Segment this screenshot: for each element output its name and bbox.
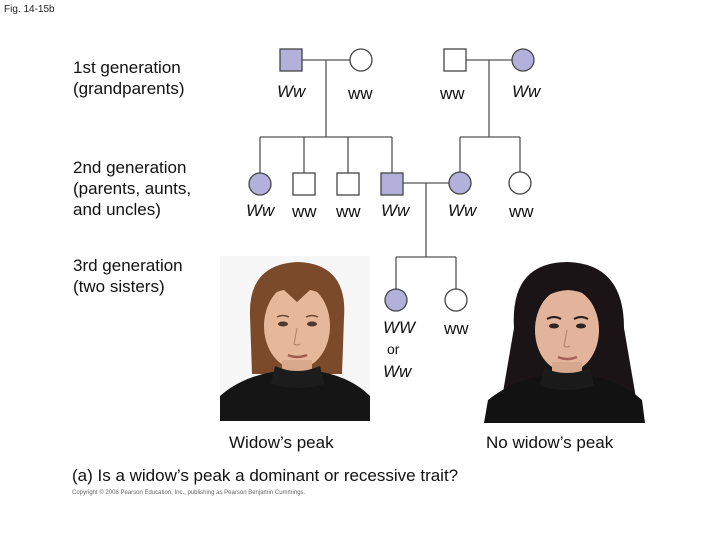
genotype-g2-4: Ww — [381, 201, 410, 220]
genotype-g3-right: ww — [444, 319, 469, 338]
genotype-g1-male-left: Ww — [277, 82, 306, 101]
g1-male-left-affected — [279, 48, 303, 72]
copyright-notice: Copyright © 2008 Pearson Education, Inc.… — [72, 490, 306, 496]
g1-female-left-unaffected — [349, 48, 373, 72]
figure-label: Fig. 14-15b — [4, 4, 55, 15]
generation-2-label: 2nd generation (parents, aunts, and uncl… — [73, 158, 192, 219]
g2-male-3-unaffected — [336, 172, 360, 196]
genotype-g1-female-right: Ww — [512, 82, 541, 101]
g2-male-2-unaffected — [292, 172, 316, 196]
genotype-g3-left-ww-alt: Ww — [383, 362, 412, 381]
g3-sister-left-affected — [384, 288, 408, 312]
genotype-g2-2: ww — [292, 202, 317, 221]
generation-1-label: 1st generation (grandparents) — [73, 58, 185, 98]
generation-3-label: 3rd generation (two sisters) — [73, 256, 183, 296]
genotype-g2-3: ww — [336, 202, 361, 221]
g1-male-right-unaffected — [443, 48, 467, 72]
g2-female-5-affected — [448, 171, 472, 195]
g2-female-1-affected — [248, 172, 272, 196]
genotype-g3-left-ww: WW — [383, 318, 416, 337]
question-text: (a) Is a widow’s peak a dominant or rece… — [72, 466, 459, 485]
genotype-g3-left-or: or — [387, 341, 400, 357]
g2-female-6-unaffected — [508, 171, 532, 195]
caption-widows-peak: Widow’s peak — [229, 433, 334, 452]
g2-male-4-affected — [380, 172, 404, 196]
genotype-g1-male-right: ww — [440, 84, 465, 103]
g1-female-right-affected — [511, 48, 535, 72]
photo-widows-peak — [220, 256, 370, 421]
photo-no-widows-peak — [484, 258, 645, 423]
genotype-g2-1: Ww — [246, 201, 275, 220]
genotype-g2-6: ww — [509, 202, 534, 221]
genotype-g2-5: Ww — [448, 201, 477, 220]
genotype-g1-female-left: ww — [348, 84, 373, 103]
caption-no-widows-peak: No widow’s peak — [486, 433, 614, 452]
g3-sister-right-unaffected — [444, 288, 468, 312]
